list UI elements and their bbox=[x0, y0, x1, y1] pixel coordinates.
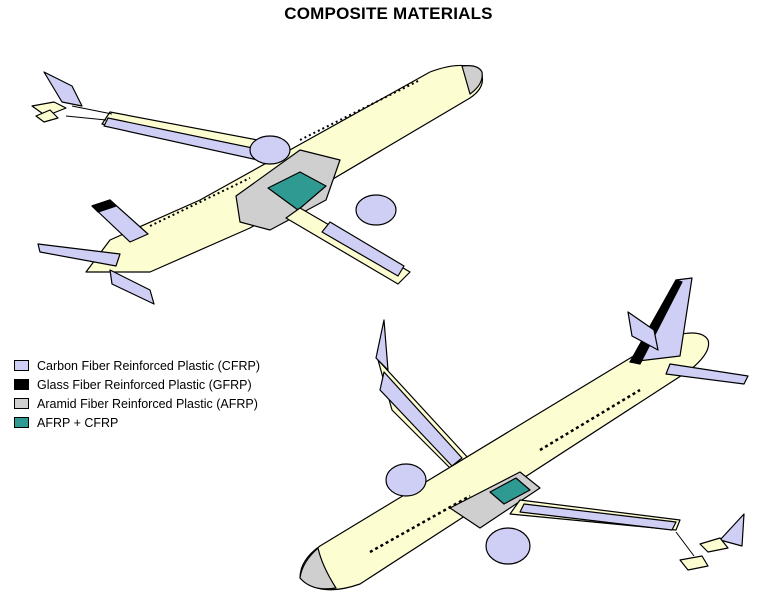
aircraft-bottom-near-wing-flaps bbox=[519, 503, 677, 531]
aircraft-top-center-panel bbox=[267, 171, 327, 211]
aircraft-top-detached-part-2 bbox=[35, 109, 59, 123]
aircraft-top-left-winglet bbox=[43, 71, 83, 107]
legend-item-afrp: Aramid Fiber Reinforced Plastic (AFRP) bbox=[14, 394, 260, 413]
legend: Carbon Fiber Reinforced Plastic (CFRP) G… bbox=[14, 356, 260, 432]
aircraft-top-stabilizer-left bbox=[37, 243, 121, 267]
aircraft-top-arrow-2 bbox=[65, 115, 107, 121]
aircraft-top-window-row-2 bbox=[299, 79, 421, 141]
aircraft-bottom-engine-near bbox=[485, 527, 531, 565]
legend-item-cfrp: Carbon Fiber Reinforced Plastic (CFRP) bbox=[14, 356, 260, 375]
legend-swatch-afrp bbox=[14, 398, 29, 409]
aircraft-top-engine-right bbox=[355, 194, 397, 226]
aircraft-bottom-detached-part-1 bbox=[699, 537, 729, 553]
legend-label-gfrp: Glass Fiber Reinforced Plastic (GFRP) bbox=[37, 377, 252, 392]
aircraft-bottom-detached-part-2 bbox=[679, 555, 709, 571]
aircraft-bottom-tail-leading-edge bbox=[629, 279, 683, 365]
aircraft-top-arrow-1 bbox=[71, 105, 113, 115]
aircraft-bottom-view bbox=[299, 277, 749, 591]
aircraft-bottom-engine-far bbox=[385, 463, 427, 497]
legend-swatch-cfrp bbox=[14, 360, 29, 371]
aircraft-bottom-stabilizer-near bbox=[665, 363, 749, 385]
aircraft-top-detached-part-1 bbox=[31, 101, 67, 117]
aircraft-bottom-stabilizer-far bbox=[627, 311, 659, 351]
diagram-title: COMPOSITE MATERIALS bbox=[284, 4, 493, 23]
aircraft-bottom-fuselage bbox=[299, 332, 710, 591]
legend-item-afrp-cfrp: AFRP + CFRP bbox=[14, 413, 260, 432]
aircraft-bottom-nose-radome bbox=[299, 547, 337, 590]
legend-item-gfrp: Glass Fiber Reinforced Plastic (GFRP) bbox=[14, 375, 260, 394]
aircraft-top-tail-leading-edge bbox=[91, 199, 117, 213]
aircraft-top-right-wing-flaps bbox=[321, 221, 405, 277]
aircraft-bottom-center-panel bbox=[489, 477, 531, 505]
aircraft-top-engine-left bbox=[249, 135, 291, 165]
aircraft-bottom-arrow bbox=[675, 531, 695, 557]
aircraft-top-window-row bbox=[149, 177, 251, 227]
legend-label-cfrp: Carbon Fiber Reinforced Plastic (CFRP) bbox=[37, 358, 260, 373]
legend-label-afrp: Aramid Fiber Reinforced Plastic (AFRP) bbox=[37, 396, 258, 411]
aircraft-bottom-window-row-2 bbox=[539, 388, 641, 452]
aircraft-bottom-window-row bbox=[369, 494, 471, 554]
aircraft-bottom-near-winglet bbox=[719, 513, 745, 547]
aircraft-top-stabilizer-right bbox=[109, 269, 155, 305]
legend-swatch-gfrp bbox=[14, 379, 29, 390]
aircraft-bottom-far-wing-flaps bbox=[379, 371, 463, 467]
aircraft-bottom-far-winglet bbox=[375, 319, 389, 371]
aircraft-top-view bbox=[31, 64, 483, 305]
legend-swatch-afrp-cfrp bbox=[14, 417, 29, 428]
legend-label-afrp-cfrp: AFRP + CFRP bbox=[37, 415, 119, 430]
aircraft-top-nose-radome bbox=[461, 65, 483, 95]
